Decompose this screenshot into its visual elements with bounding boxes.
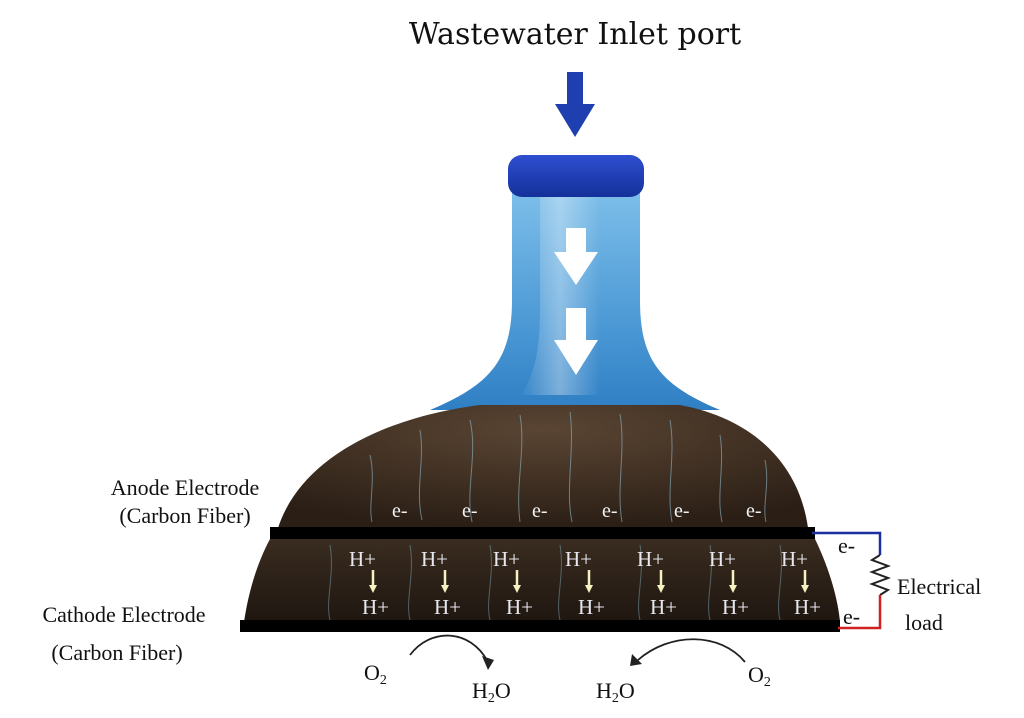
electron-label: e- xyxy=(602,500,618,522)
resistor-icon xyxy=(869,554,891,596)
proton-label: H+ xyxy=(794,595,821,619)
electron-label: e- xyxy=(674,500,690,522)
proton-label: H+ xyxy=(565,547,592,571)
water-right-label: H2O xyxy=(596,678,635,706)
down-arrow-head-icon xyxy=(441,585,449,593)
down-arrow-head-icon xyxy=(369,585,377,593)
proton-label: H+ xyxy=(722,595,749,619)
oxygen-left-label: O2 xyxy=(364,660,387,688)
down-arrow-head-icon xyxy=(729,585,737,593)
inlet-cap xyxy=(508,155,644,197)
down-arrow-head-icon xyxy=(585,585,593,593)
circuit-electron-top: e- xyxy=(838,533,855,558)
cathode-electrode xyxy=(240,620,840,632)
proton-label: H+ xyxy=(709,547,736,571)
circuit-electron-bottom: e- xyxy=(843,604,860,629)
water-left-label: H2O xyxy=(472,678,511,706)
proton-columns: H+ H+ H+ H+ H+ H+ H+ H+ H+ H+ H+ H+ H+ H+ xyxy=(349,547,821,619)
down-arrow-head-icon xyxy=(801,585,809,593)
proton-label: H+ xyxy=(781,547,808,571)
external-circuit: e- e- Electrical load xyxy=(812,531,981,635)
electron-label: e- xyxy=(462,500,478,522)
anode-label-line1: Anode Electrode xyxy=(111,475,259,500)
cathode-label-line2: (Carbon Fiber) xyxy=(51,640,182,665)
electron-label: e- xyxy=(532,500,548,522)
oxygen-right-label: O2 xyxy=(748,662,771,690)
load-label-line1: Electrical xyxy=(897,574,981,599)
proton-label: H+ xyxy=(506,595,533,619)
anode-label-line2: (Carbon Fiber) xyxy=(119,503,250,528)
electron-label: e- xyxy=(392,500,408,522)
cathode-label-line1: Cathode Electrode xyxy=(42,602,205,627)
proton-label: H+ xyxy=(493,547,520,571)
flow-arrow-icon xyxy=(554,308,598,375)
down-arrow-head-icon xyxy=(513,585,521,593)
anode-chamber xyxy=(278,405,808,528)
proton-label: H+ xyxy=(434,595,461,619)
down-arrow-head-icon xyxy=(657,585,665,593)
electron-label: e- xyxy=(746,500,762,522)
proton-label: H+ xyxy=(349,547,376,571)
flow-arrow-icon xyxy=(554,228,598,285)
root-lines xyxy=(369,411,768,523)
proton-label: H+ xyxy=(578,595,605,619)
proton-label: H+ xyxy=(362,595,389,619)
proton-label: H+ xyxy=(650,595,677,619)
inlet-arrow-icon xyxy=(555,72,595,137)
reaction-arrows xyxy=(409,634,746,670)
anode-electrons: e- e- e- e- e- e- xyxy=(392,500,762,522)
proton-label: H+ xyxy=(421,547,448,571)
anode-electrode xyxy=(270,527,815,539)
title: Wastewater Inlet port xyxy=(409,17,741,52)
load-label-line2: load xyxy=(905,610,943,635)
cathode-chamber xyxy=(244,539,840,622)
proton-label: H+ xyxy=(637,547,664,571)
